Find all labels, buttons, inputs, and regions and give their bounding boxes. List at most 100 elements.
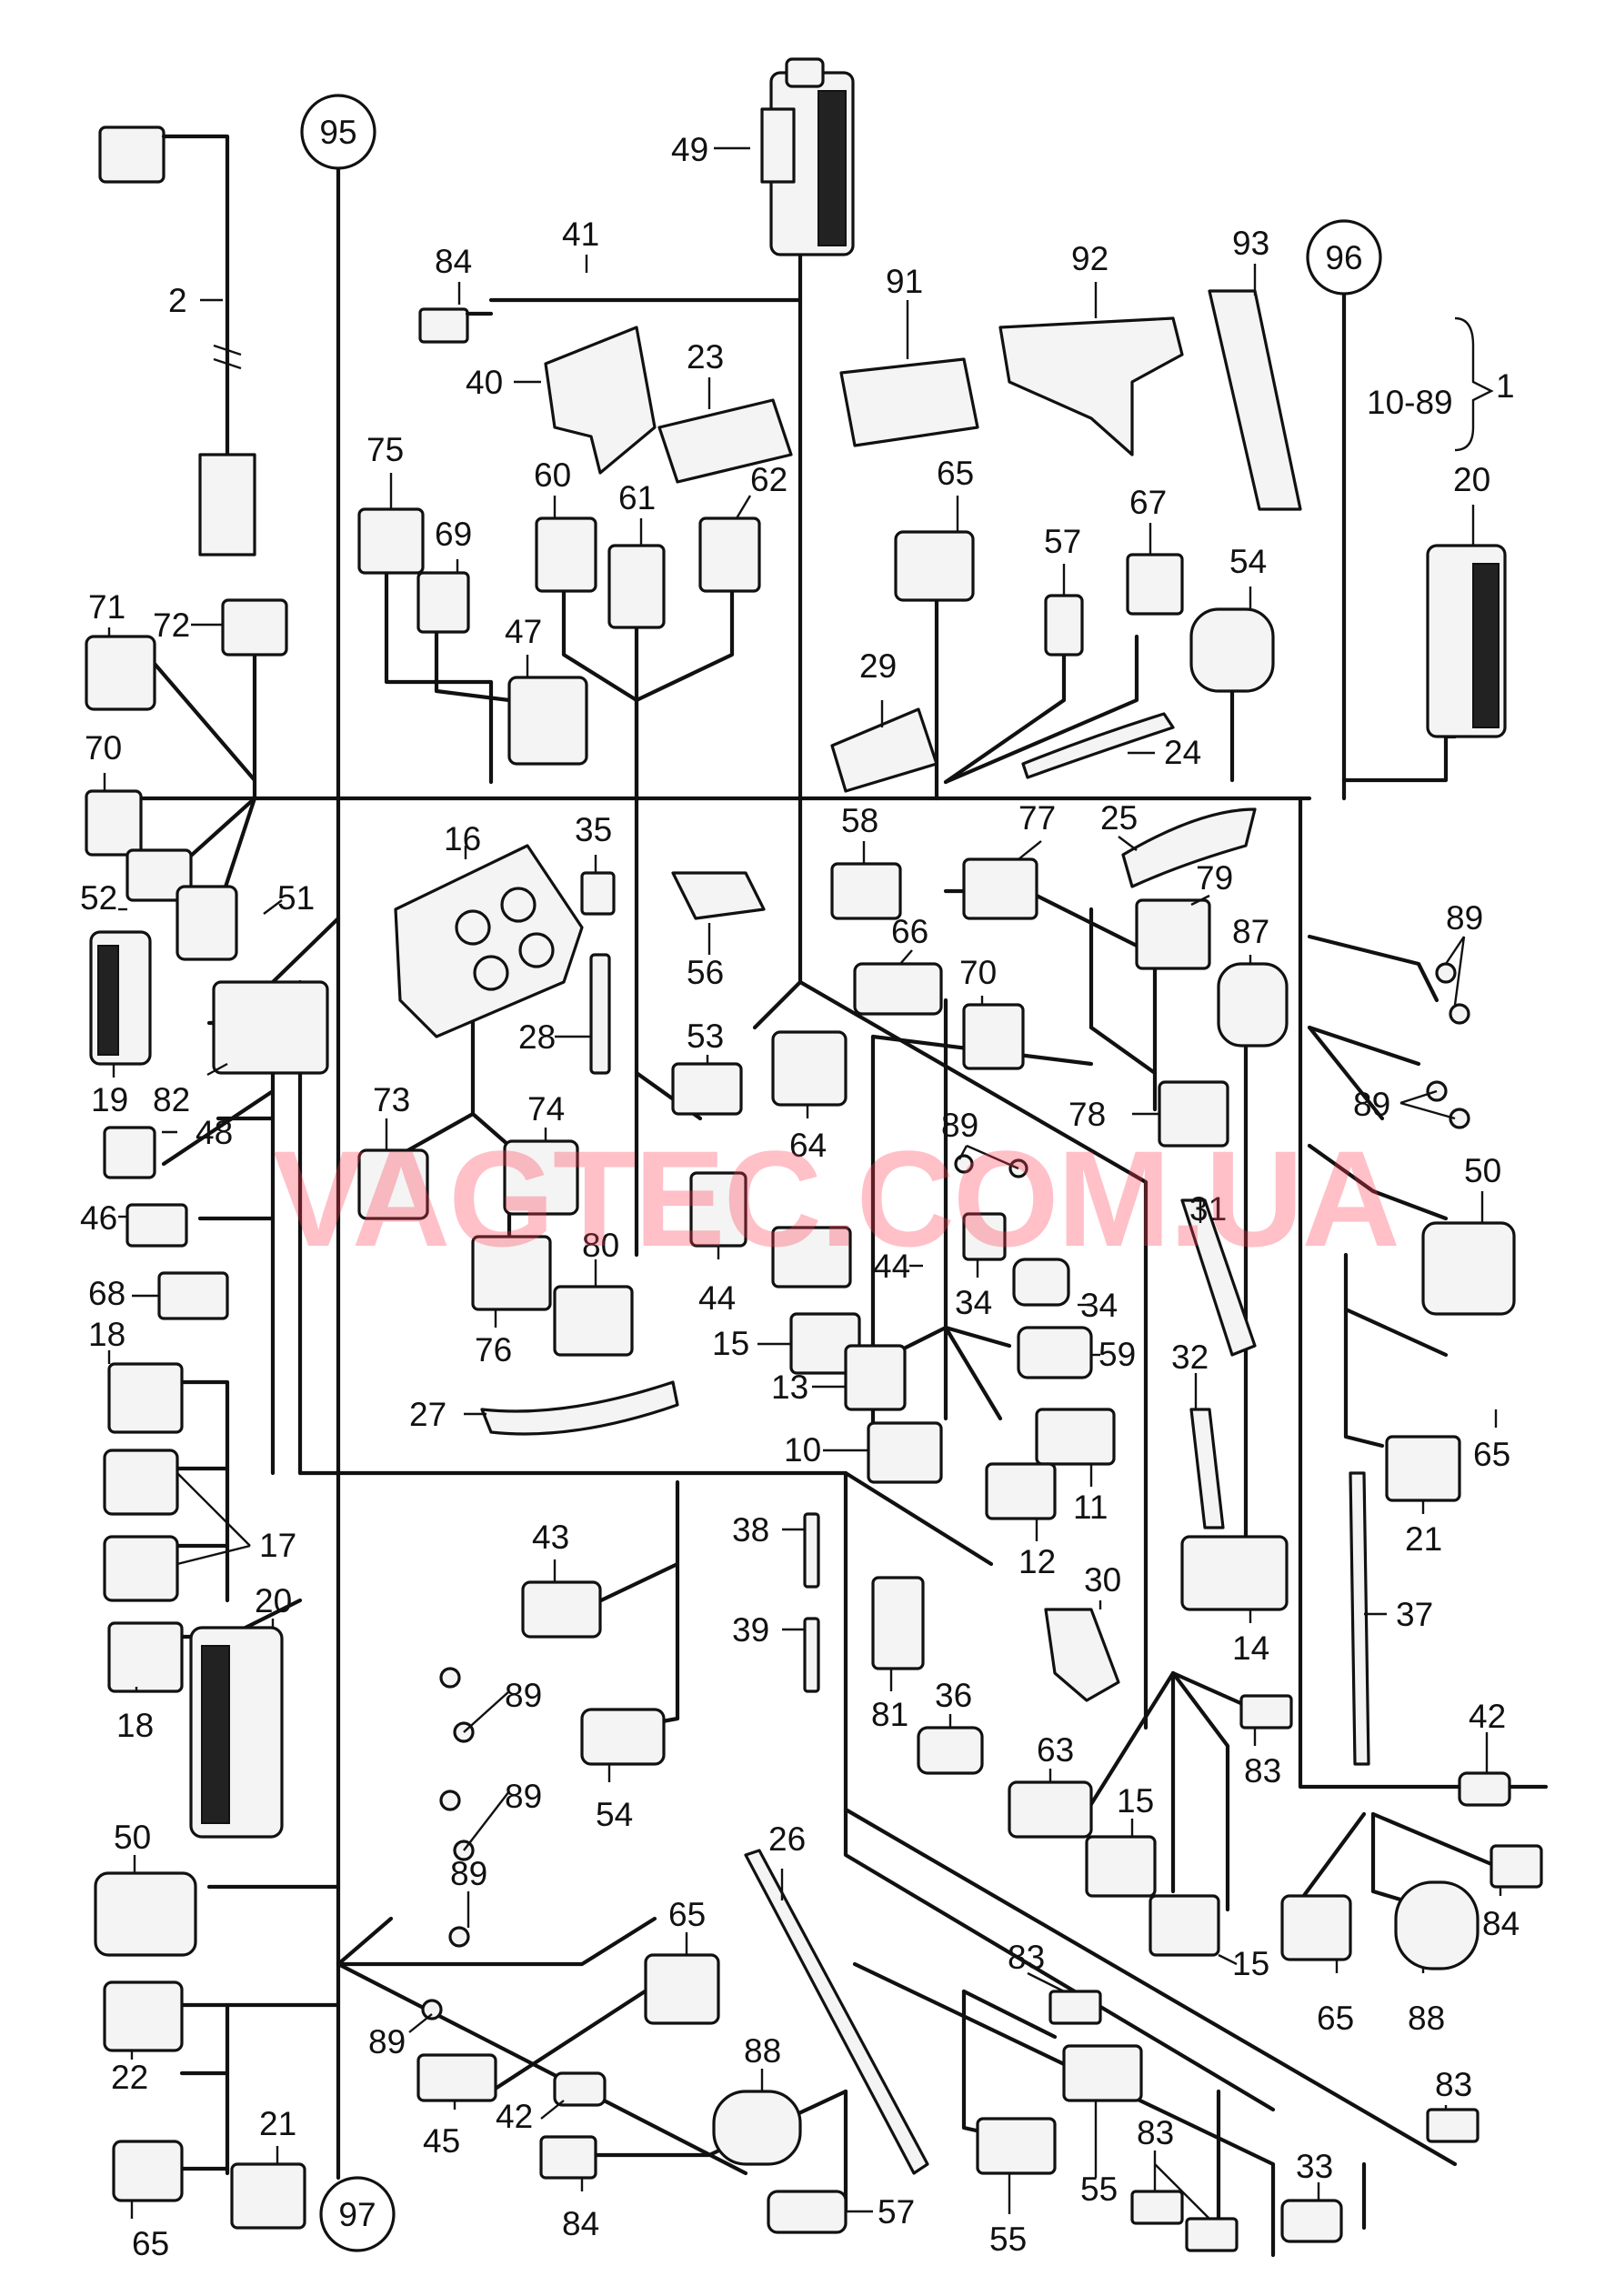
connector-64	[771, 1030, 848, 1107]
callout-64: 64	[789, 1127, 827, 1164]
callout-77: 77	[1018, 799, 1056, 837]
connector-12	[985, 1462, 1057, 1520]
callout-55-a: 55	[1080, 2171, 1118, 2208]
connector-34a	[962, 1212, 1007, 1261]
connector-69	[416, 571, 470, 634]
callout-66: 66	[891, 913, 928, 950]
strip-26	[744, 1849, 929, 2175]
connector-87	[1217, 962, 1289, 1048]
connector-20-right	[1426, 544, 1507, 738]
relay-plate-82	[212, 980, 329, 1075]
bracket-93	[1208, 289, 1302, 511]
connector-76	[471, 1235, 552, 1311]
connector-77	[962, 857, 1038, 920]
connector-44-right	[771, 1226, 852, 1288]
callout-69: 69	[435, 516, 472, 553]
callout-23: 23	[687, 338, 724, 376]
ring-terminals-89	[421, 962, 1470, 2020]
callout-50-left: 50	[114, 1819, 151, 1856]
callout-30: 30	[1084, 1561, 1121, 1599]
connector-84-bottom	[539, 2135, 597, 2180]
callout-65-mid: 65	[668, 1896, 706, 1933]
callout-79: 79	[1196, 859, 1233, 897]
connector-11	[1035, 1408, 1116, 1466]
clip-27	[480, 1380, 679, 1436]
callout-25: 25	[1100, 799, 1138, 837]
components	[85, 57, 1543, 2252]
connector-59	[1017, 1326, 1093, 1379]
callout-73: 73	[373, 1081, 410, 1118]
callout-57-bottom: 57	[878, 2193, 915, 2231]
callout-65-left: 65	[132, 2225, 169, 2262]
harness-wires	[97, 165, 1549, 2258]
callout-62: 62	[750, 461, 787, 498]
callout-34-a: 34	[955, 1284, 992, 1321]
callout-65-lowright: 65	[1317, 2000, 1354, 2037]
connector-83-c	[1130, 2190, 1184, 2225]
callout-50-right: 50	[1464, 1152, 1501, 1189]
cable-2	[98, 125, 256, 556]
callout-42-mid: 42	[496, 2098, 533, 2135]
connector-15-low	[1149, 1894, 1220, 1957]
callout-15-low: 15	[1232, 1945, 1269, 1982]
callout-10: 10	[784, 1431, 821, 1469]
cable-tie-37	[1349, 1471, 1370, 1766]
callout-43: 43	[532, 1519, 569, 1556]
clip-32	[1189, 1408, 1225, 1529]
ref-96-label: 96	[1325, 239, 1362, 276]
connector-71	[85, 635, 156, 711]
connector-68	[157, 1271, 229, 1320]
connector-72	[221, 598, 288, 657]
callout-53: 53	[687, 1018, 724, 1055]
callout-15-top: 15	[712, 1325, 749, 1362]
callout-21-left: 21	[259, 2105, 296, 2142]
connector-15-mid	[1085, 1835, 1157, 1898]
callout-84: 84	[435, 243, 472, 280]
connector-18-top	[107, 1362, 184, 1434]
connector-54-bottom	[580, 1708, 666, 1766]
callout-82: 82	[153, 1081, 190, 1118]
connector-60	[535, 516, 597, 593]
callout-27: 27	[409, 1396, 446, 1433]
callout-45: 45	[423, 2122, 460, 2160]
connector-83-d	[1185, 2217, 1239, 2252]
strip-39	[803, 1617, 820, 1693]
connector-88-right	[1394, 1880, 1480, 1970]
connector-43	[521, 1580, 602, 1639]
callout-41: 41	[562, 216, 599, 253]
connector-33	[1280, 2199, 1343, 2243]
connector-17b	[103, 1535, 179, 1602]
callout-78: 78	[1068, 1096, 1106, 1133]
callout-65-right: 65	[1473, 1436, 1510, 1473]
ref-97-label: 97	[338, 2196, 376, 2233]
clip-25	[1121, 807, 1257, 888]
connector-46	[125, 1203, 188, 1248]
callout-83-d: 83	[1137, 2114, 1174, 2151]
callout-49: 49	[671, 131, 708, 168]
callout-89-f: 89	[450, 1855, 487, 1892]
callout-1: 1	[1496, 367, 1515, 405]
connector-34b	[1012, 1258, 1070, 1307]
callout-57-top: 57	[1044, 523, 1081, 560]
connector-65-right	[1280, 1894, 1352, 1961]
connector-79	[1135, 898, 1211, 970]
callout-54-top: 54	[1229, 543, 1267, 580]
callout-76: 76	[475, 1331, 512, 1369]
reference-circles: 95 96 97	[300, 94, 1382, 2252]
callout-47: 47	[505, 613, 542, 650]
callout-18-top: 18	[88, 1316, 125, 1353]
connector-50-right	[1421, 1221, 1516, 1316]
callout-37: 37	[1396, 1596, 1433, 1633]
callout-93: 93	[1232, 225, 1269, 262]
callout-38: 38	[732, 1511, 769, 1549]
connector-70-left	[85, 789, 143, 857]
callout-70-left: 70	[85, 729, 122, 767]
callout-52: 52	[80, 879, 117, 917]
connector-55-a	[976, 2117, 1057, 2175]
callout-36: 36	[935, 1677, 972, 1714]
watermark: VAGTEC.COM.UA	[273, 1122, 1399, 1275]
callout-75: 75	[366, 431, 404, 468]
callout-68: 68	[88, 1275, 125, 1312]
connector-83-a	[1239, 1694, 1293, 1730]
connector-84-right	[1490, 1844, 1543, 1889]
